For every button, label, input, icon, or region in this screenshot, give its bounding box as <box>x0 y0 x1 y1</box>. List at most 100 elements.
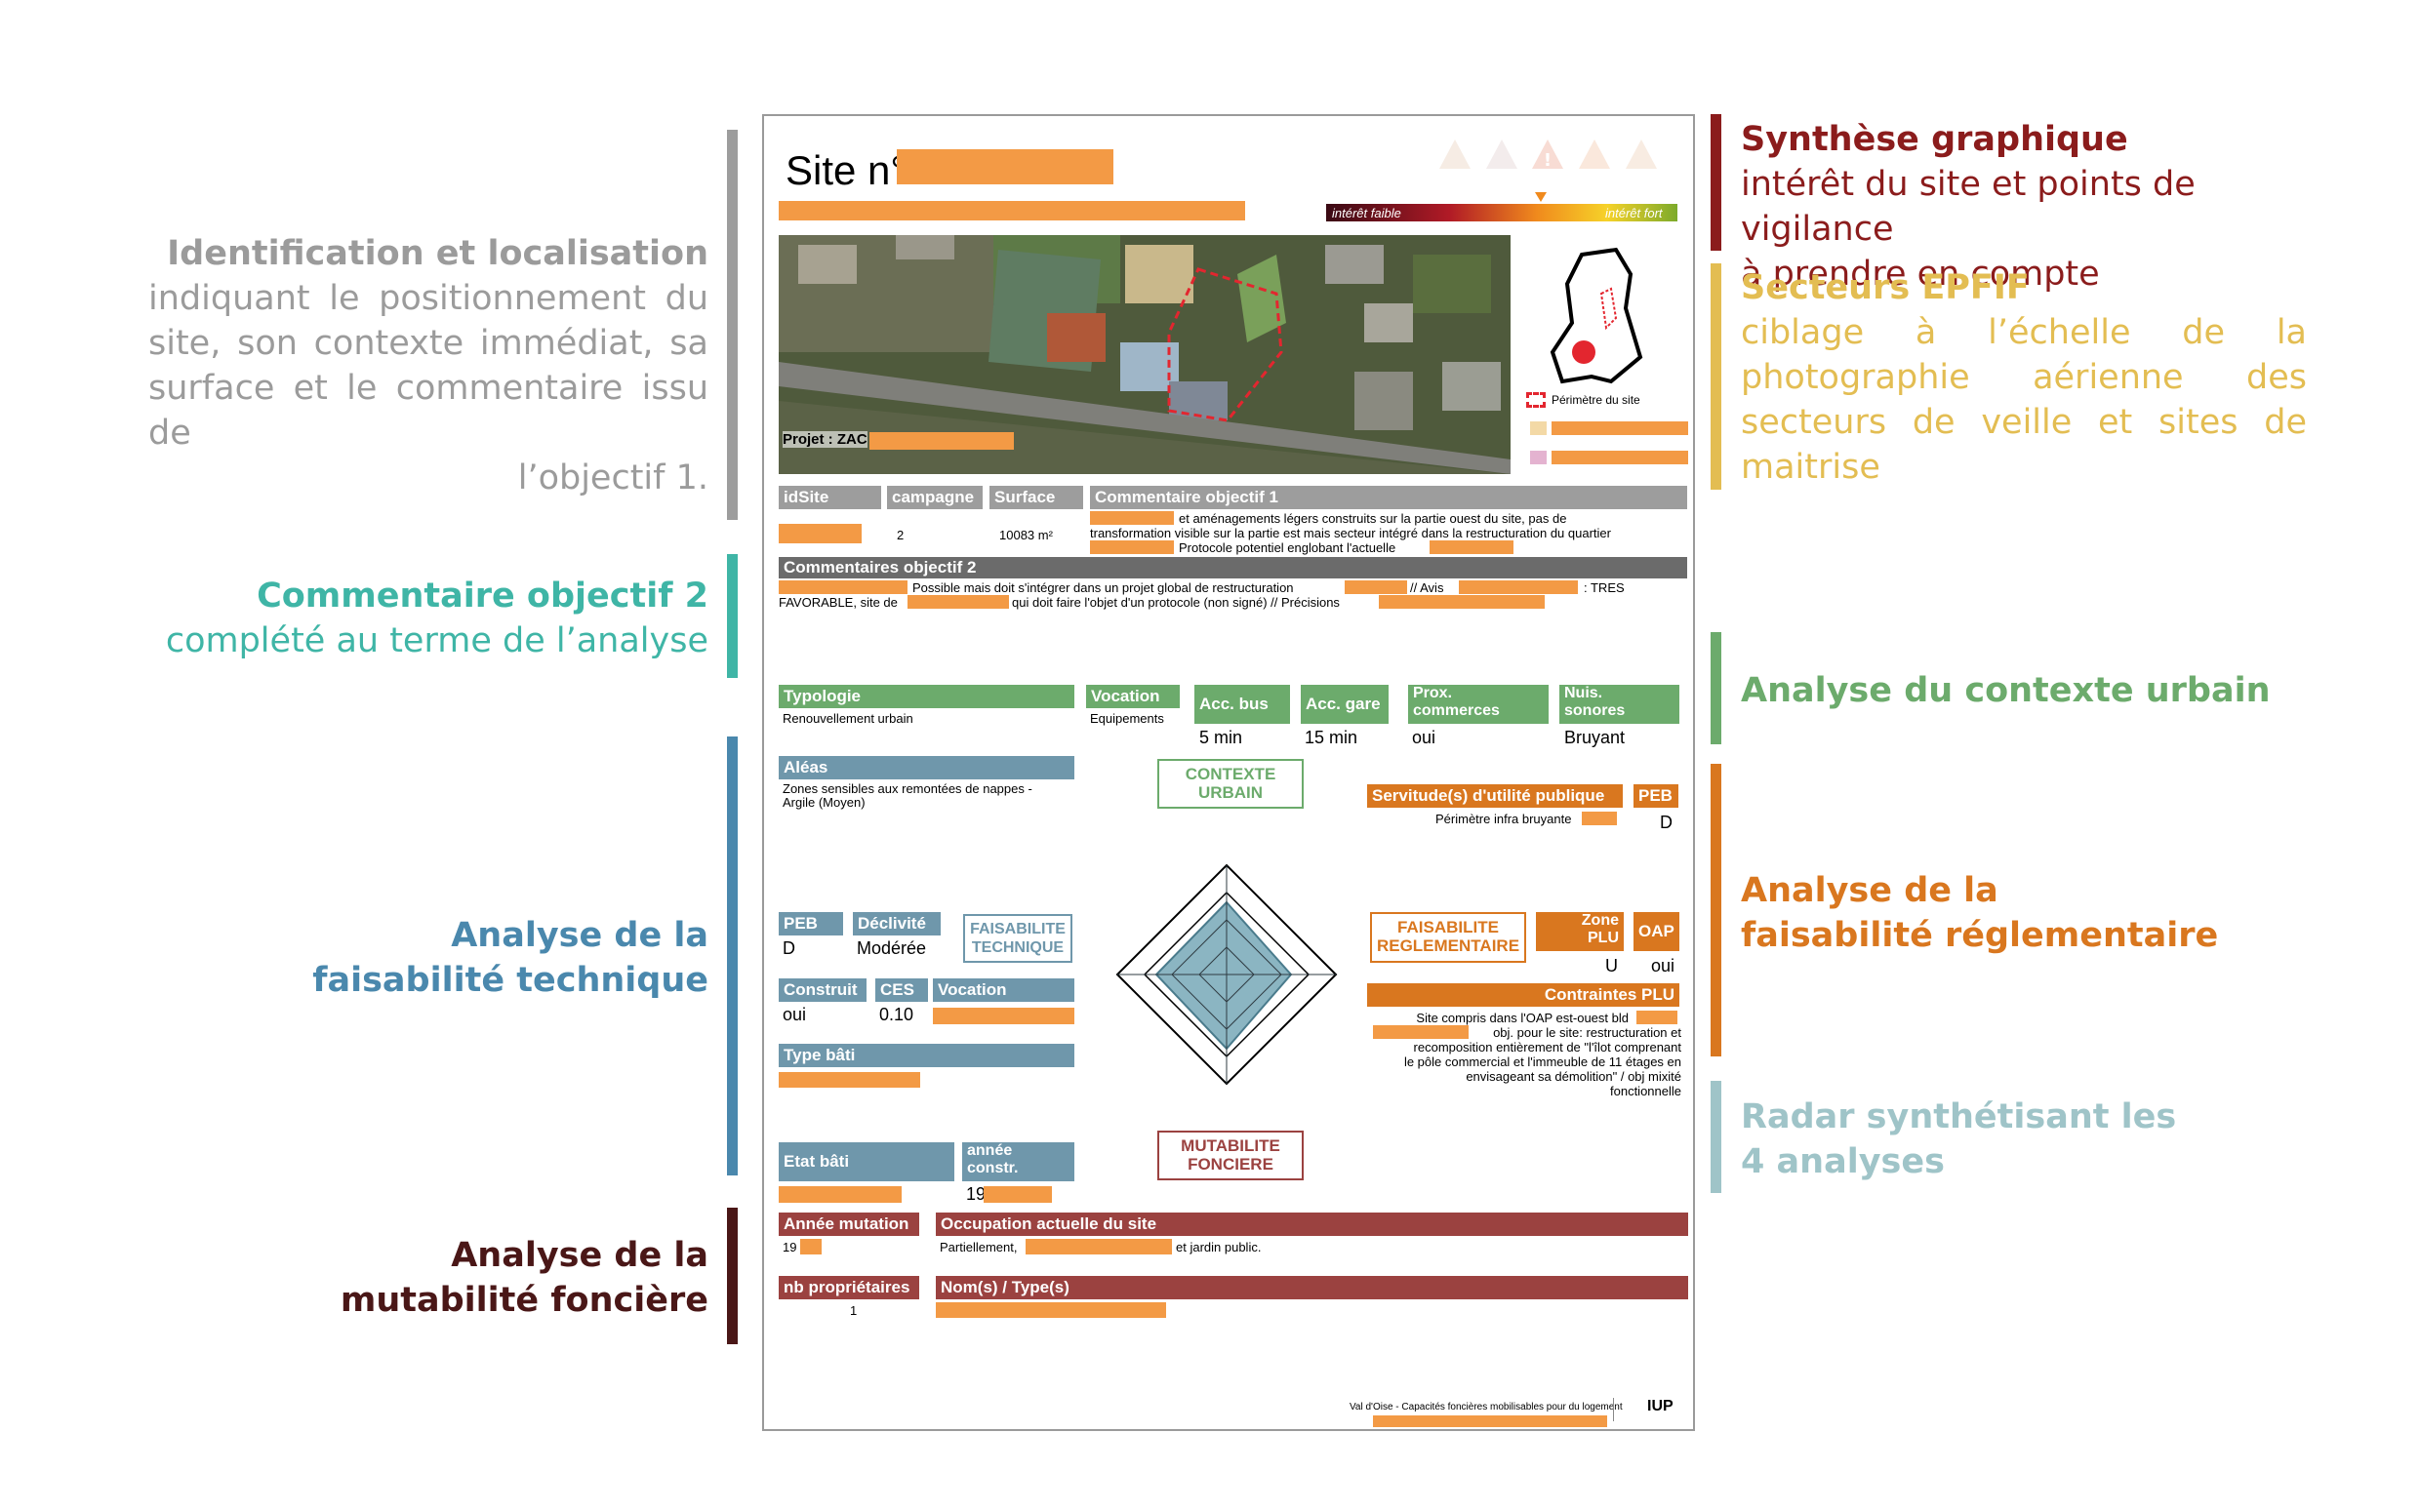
commentaire2-line-1c: : TRES <box>1584 580 1625 595</box>
project-name-redacted <box>869 432 1014 450</box>
annee-mutation-value: 19 <box>783 1240 797 1254</box>
noms-types-redacted <box>936 1302 1166 1318</box>
zone-plu-header: Zone PLU <box>1536 912 1624 951</box>
contexte-urbain-box: CONTEXTE URBAIN <box>1157 759 1304 809</box>
prox-value: oui <box>1412 728 1436 747</box>
construit-value: oui <box>783 1005 807 1024</box>
commentaire2-line-2a: FAVORABLE, site de <box>779 595 898 610</box>
veille-legend-swatch <box>1530 421 1547 435</box>
vocation-value: Equipements <box>1090 711 1164 726</box>
accbus-value: 5 min <box>1199 728 1243 747</box>
fonciere-line-1: Analyse de la <box>451 1236 708 1275</box>
technique-caption: Analyse de la faisabilité technique <box>148 913 708 1003</box>
secteurs-caption: Secteurs EPFIF ciblage à l’échelle de la… <box>1741 265 2307 490</box>
accgare-header: Acc. gare <box>1301 685 1389 724</box>
technique-bar <box>727 736 738 1175</box>
commentaire2-redacted-3 <box>1459 580 1578 594</box>
accgare-value: 15 min <box>1305 728 1358 747</box>
synthesis-radar <box>1115 863 1338 1086</box>
ces-header: CES <box>875 978 928 1002</box>
occupation-redacted <box>1026 1239 1172 1254</box>
vocation-header: Vocation <box>1086 685 1180 708</box>
commentaire1-redacted-2 <box>1090 540 1174 554</box>
declivite-value: Modérée <box>857 938 927 958</box>
synthese-bar <box>1711 114 1721 251</box>
nuis-value: Bruyant <box>1564 728 1626 747</box>
site-sheet: Site n° ! intérêt faible intérêt fort <box>762 114 1695 1431</box>
ces-value: 0.10 <box>879 1005 914 1024</box>
secteurs-bar <box>1711 263 1721 490</box>
synthese-line-2: à prendre en compte <box>1741 255 2100 294</box>
footer-redacted <box>1373 1415 1607 1427</box>
prox-header: Prox. commerces <box>1408 685 1549 724</box>
identification-line-3: surface et le commentaire issu de <box>148 369 708 453</box>
site-name-redacted <box>779 201 1245 220</box>
radar-bar <box>1711 1081 1721 1193</box>
commentaire1-line-1: et aménagements légers construits sur la… <box>1179 511 1567 526</box>
tech-vocation-redacted <box>933 1008 1074 1024</box>
commentaire2-redacted-2 <box>1345 580 1407 594</box>
typologie-value: Renouvellement urbain <box>783 711 913 726</box>
interest-marker-icon <box>1535 192 1547 202</box>
locator-map <box>1550 247 1643 384</box>
peb-reg-header: PEB <box>1634 784 1678 808</box>
aleas-header: Aléas <box>779 756 1074 779</box>
contraintes-line-5: envisageant sa démolition" / obj mixité <box>1466 1069 1681 1084</box>
aleas-value: Zones sensibles aux remontées de nappes … <box>783 781 1032 810</box>
synthese-caption: Synthèse graphique intérêt du site et po… <box>1741 117 2307 297</box>
etat-bati-header: Etat bâti <box>779 1142 954 1181</box>
reglementaire-line-1: Analyse de la <box>1741 871 1998 910</box>
radar-caption: Radar synthétisant les 4 analyses <box>1741 1094 2307 1184</box>
warning-icon <box>1532 139 1563 169</box>
interest-scale <box>1326 192 1677 221</box>
annee-mutation-redacted <box>800 1239 822 1254</box>
perimetre-outline <box>1167 267 1283 422</box>
objectif2-title: Commentaire objectif 2 <box>257 577 708 616</box>
perimetre-legend-label: Périmètre du site <box>1552 393 1640 407</box>
reglementaire-line-2: faisabilité réglementaire <box>1741 916 2219 955</box>
contraintes-line-6: fonctionnelle <box>1610 1084 1681 1098</box>
tech-vocation-header: Vocation <box>933 978 1074 1002</box>
footer-separator <box>1613 1398 1614 1421</box>
reglementaire-bar <box>1711 764 1721 1056</box>
noms-types-header: Nom(s) / Type(s) <box>936 1276 1688 1299</box>
commentaire1-line-2: transformation visible sur la partie est… <box>1090 526 1611 540</box>
annee-mutation-header: Année mutation <box>779 1213 919 1236</box>
contraintes-line-1: Site compris dans l'OAP est-ouest bld <box>1416 1011 1629 1025</box>
technique-line-1: Analyse de la <box>451 916 708 955</box>
radar-line-2: 4 analyses <box>1741 1142 1945 1181</box>
oap-value: oui <box>1651 956 1675 975</box>
faisabilite-reglementaire-box: FAISABILITE REGLEMENTAIRE <box>1370 912 1526 963</box>
interet-fort-label: intérêt fort <box>1605 206 1663 220</box>
site-title: Site n° <box>786 147 908 193</box>
occupation-header: Occupation actuelle du site <box>936 1213 1688 1236</box>
commentaire1-header: Commentaire objectif 1 <box>1090 486 1687 509</box>
type-bati-header: Type bâti <box>779 1044 1074 1067</box>
footer-logo: IUP <box>1647 1398 1674 1414</box>
maitrise-legend-swatch <box>1530 451 1547 464</box>
oap-header: OAP <box>1634 912 1679 951</box>
type-bati-redacted <box>779 1072 920 1088</box>
secteurs-line-4: maitrise <box>1741 448 1880 487</box>
identification-line-1: indiquant le positionnement du <box>148 279 708 318</box>
warning-icon <box>1626 139 1657 169</box>
peb-reg-value: D <box>1660 813 1673 832</box>
reglementaire-caption: Analyse de la faisabilité réglementaire <box>1741 868 2307 958</box>
footer-text: Val d'Oise - Capacités foncières mobilis… <box>1350 1402 1623 1413</box>
identification-caption: Identification et localisation indiquant… <box>148 231 708 500</box>
fonciere-line-2: mutabilité foncière <box>340 1281 708 1320</box>
contraintes-line-2: obj. pour le site: restructuration et <box>1493 1025 1681 1040</box>
identification-title: Identification et localisation <box>167 234 708 273</box>
occupation-value-b: et jardin public. <box>1176 1240 1262 1254</box>
servitude-header: Servitude(s) d'utilité publique <box>1367 784 1623 808</box>
nb-proprietaires-value: 1 <box>850 1303 858 1318</box>
fonciere-caption: Analyse de la mutabilité foncière <box>148 1233 708 1323</box>
contexte-title: Analyse du contexte urbain <box>1741 671 2271 710</box>
contexte-caption: Analyse du contexte urbain <box>1741 668 2307 713</box>
commentaire2-header: Commentaires objectif 2 <box>779 557 1687 578</box>
warning-icon <box>1486 139 1517 169</box>
peb-header: PEB <box>779 912 843 935</box>
veille-legend-redacted <box>1552 421 1688 435</box>
annee-constr-value: 19 <box>966 1184 987 1204</box>
svg-text:!: ! <box>1544 150 1552 171</box>
